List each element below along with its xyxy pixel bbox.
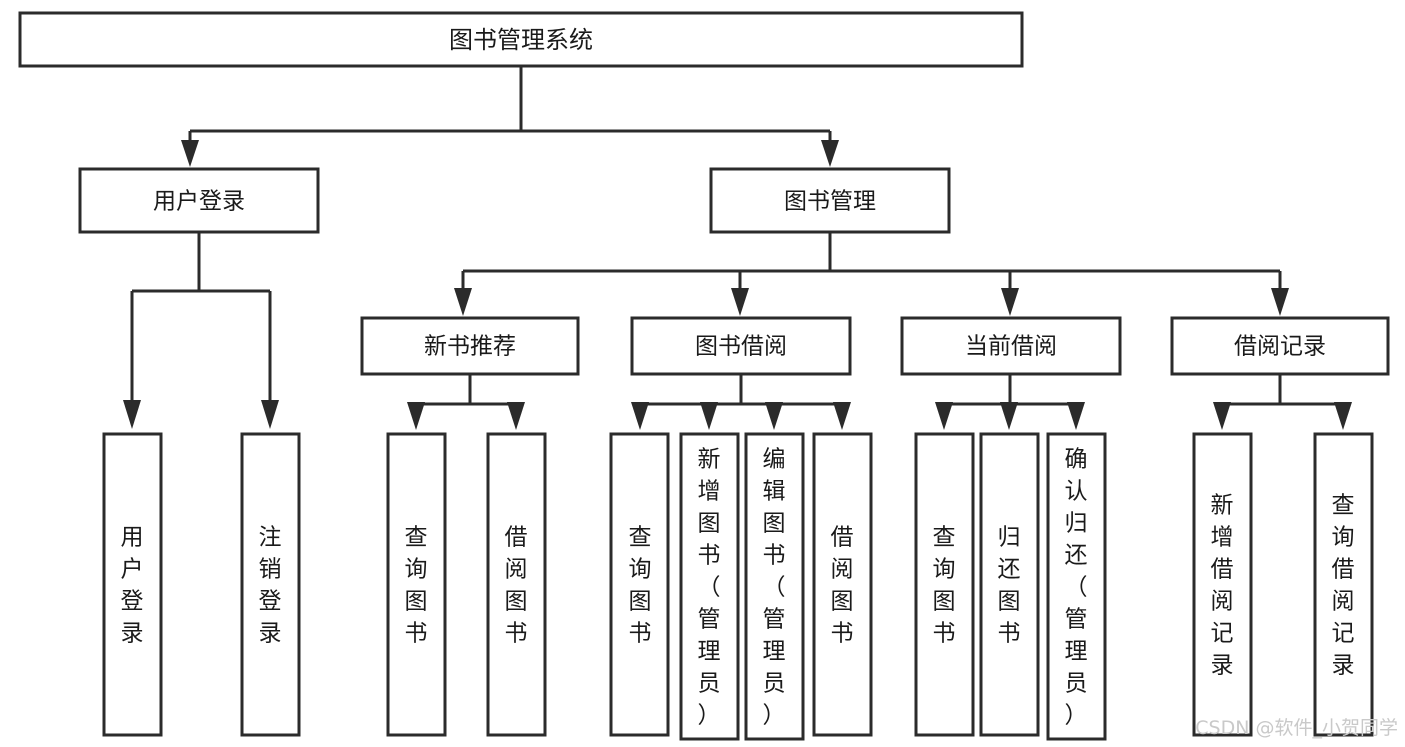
node-leaf-add-record[interactable]: 新增借阅记录 (1192, 432, 1253, 737)
arrow-head-user-login (181, 140, 199, 167)
arrow-head-leaf-add-record (1213, 402, 1231, 430)
node-book-manage-label: 图书管理 (784, 189, 876, 215)
node-leaf-edit-book[interactable]: 编辑图书（管理员） (744, 432, 805, 741)
arrow-head-book-manage (821, 140, 839, 167)
node-root[interactable]: 图书管理系统 (18, 11, 1024, 68)
node-book-manage-box[interactable] (709, 167, 951, 234)
arrow-head-leaf-user-logout (261, 400, 279, 429)
node-book-borrow-label: 图书借阅 (695, 334, 787, 360)
node-leaf-borrow-book-2-box[interactable] (812, 432, 873, 737)
node-leaf-return-book[interactable]: 归还图书 (979, 432, 1040, 737)
node-leaf-confirm-return[interactable]: 确认归还（管理员） (1046, 432, 1107, 741)
node-leaf-borrow-book-1-box[interactable] (486, 432, 547, 737)
node-leaf-borrow-book-1-label: 借阅图书 (505, 525, 528, 647)
node-leaf-confirm-return-box[interactable] (1046, 432, 1107, 741)
arrow-head-current-borrow (1001, 288, 1019, 316)
arrow-head-leaf-query-record (1334, 402, 1352, 430)
node-leaf-add-record-label: 新增借阅记录 (1211, 493, 1234, 679)
node-leaf-user-logout[interactable]: 注销登录 (240, 432, 301, 737)
node-leaf-user-login-label: 用户登录 (121, 525, 144, 647)
node-borrow-record-label: 借阅记录 (1234, 334, 1326, 360)
node-leaf-query-book-1[interactable]: 查询图书 (386, 432, 447, 737)
node-leaf-query-book-2[interactable]: 查询图书 (609, 432, 670, 737)
arrow-head-leaf-confirm-return (1067, 402, 1085, 430)
node-leaf-borrow-book-2-label: 借阅图书 (831, 525, 854, 647)
node-leaf-confirm-return-label: 确认归还（管理员） (1065, 447, 1088, 729)
node-leaf-return-book-label: 归还图书 (998, 525, 1021, 647)
node-root-box[interactable] (18, 11, 1024, 68)
node-leaf-return-book-box[interactable] (979, 432, 1040, 737)
node-leaf-query-book-2-label: 查询图书 (629, 525, 652, 647)
arrow-head-leaf-user-login (123, 400, 141, 429)
arrow-head-leaf-borrow-book-2 (833, 402, 851, 430)
node-current-borrow-box[interactable] (900, 316, 1122, 376)
node-current-borrow-label: 当前借阅 (965, 334, 1057, 360)
node-leaf-add-book-label: 新增图书（管理员） (698, 447, 721, 729)
arrow-head-leaf-borrow-book-1 (507, 402, 525, 430)
node-leaf-query-book-1-label: 查询图书 (405, 525, 428, 647)
node-new-book-rec-label: 新书推荐 (424, 334, 516, 360)
arrow-head-leaf-query-book-3 (935, 402, 953, 430)
node-root-label: 图书管理系统 (449, 26, 593, 54)
node-leaf-query-record-label: 查询借阅记录 (1332, 493, 1355, 679)
arrow-head-leaf-query-book-1 (407, 402, 425, 430)
node-leaf-add-book-box[interactable] (679, 432, 740, 741)
node-leaf-user-logout-box[interactable] (240, 432, 301, 737)
node-current-borrow[interactable]: 当前借阅 (900, 316, 1122, 376)
node-leaf-user-logout-label: 注销登录 (259, 525, 282, 647)
arrow-head-leaf-return-book (1000, 402, 1018, 430)
node-leaf-user-login[interactable]: 用户登录 (102, 432, 163, 737)
arrow-head-new-book-rec (454, 288, 472, 316)
node-leaf-add-book[interactable]: 新增图书（管理员） (679, 432, 740, 741)
node-leaf-query-record[interactable]: 查询借阅记录 (1313, 432, 1374, 737)
arrow-head-leaf-edit-book (765, 402, 783, 430)
node-leaf-query-book-2-box[interactable] (609, 432, 670, 737)
node-leaf-edit-book-box[interactable] (744, 432, 805, 741)
arrow-head-borrow-record (1271, 288, 1289, 316)
node-leaf-borrow-book-1[interactable]: 借阅图书 (486, 432, 547, 737)
node-leaf-query-book-3-box[interactable] (914, 432, 975, 737)
node-new-book-rec[interactable]: 新书推荐 (360, 316, 580, 376)
connectors (123, 66, 1352, 430)
arrow-head-leaf-add-book (700, 402, 718, 430)
node-user-login-box[interactable] (78, 167, 320, 234)
node-leaf-query-book-3[interactable]: 查询图书 (914, 432, 975, 737)
node-leaf-query-book-1-box[interactable] (386, 432, 447, 737)
node-leaf-add-record-box[interactable] (1192, 432, 1253, 737)
node-user-login[interactable]: 用户登录 (78, 167, 320, 234)
node-leaf-query-book-3-label: 查询图书 (933, 525, 956, 647)
arrow-head-book-borrow (731, 288, 749, 316)
csdn-watermark: CSDN @软件_小贺同学 (1195, 717, 1398, 739)
node-book-manage[interactable]: 图书管理 (709, 167, 951, 234)
node-leaf-borrow-book-2[interactable]: 借阅图书 (812, 432, 873, 737)
node-leaf-user-login-box[interactable] (102, 432, 163, 737)
node-user-login-label: 用户登录 (153, 189, 245, 215)
node-new-book-rec-box[interactable] (360, 316, 580, 376)
node-book-borrow[interactable]: 图书借阅 (630, 316, 852, 376)
arrow-head-leaf-query-book-2 (631, 402, 649, 430)
node-borrow-record[interactable]: 借阅记录 (1170, 316, 1390, 376)
node-leaf-query-record-box[interactable] (1313, 432, 1374, 737)
node-leaf-edit-book-label: 编辑图书（管理员） (763, 447, 786, 729)
node-borrow-record-box[interactable] (1170, 316, 1390, 376)
node-book-borrow-box[interactable] (630, 316, 852, 376)
